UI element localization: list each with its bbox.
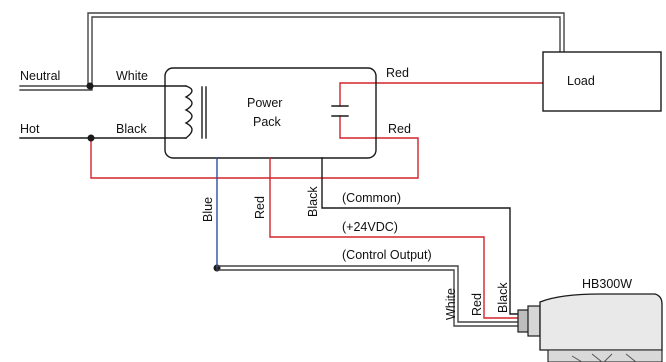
red-down-label: Red [253,196,267,219]
hot-red-loop-wire [90,137,419,179]
hot-label: Hot [20,122,40,136]
red-top-label: Red [386,66,409,80]
load-label: Load [567,74,595,88]
red-sensor-label: Red [470,293,484,316]
power-pack-label-line2: Pack [253,115,282,129]
red-24vdc-wire [269,157,521,319]
neutral-wire [19,12,565,91]
junction-dot [86,82,94,90]
red-right-label: Red [388,122,411,136]
transformer-symbol [164,85,207,139]
hb300w-label: HB300W [582,277,632,291]
power-pack-label-line1: Power [247,96,282,110]
hb300w-sensor [517,293,663,362]
load-box [542,51,662,112]
neutral-label: Neutral [20,69,60,83]
power-pack-box [164,67,377,159]
black-common-wire [321,157,521,315]
common-label: (Common) [342,191,401,205]
plus24vdc-label: (+24VDC) [342,220,398,234]
black-input-label: Black [116,122,147,136]
junction-dot [87,134,95,142]
control-output-wire [216,265,521,327]
blue-label: Blue [201,197,215,222]
control-output-label: (Control Output) [342,248,432,262]
white-sensor-label: White [444,288,458,320]
white-input-label: White [116,69,148,83]
black-down-label: Black [306,186,320,217]
capacitor-symbol [331,82,377,139]
black-sensor-label: Black [496,282,510,313]
